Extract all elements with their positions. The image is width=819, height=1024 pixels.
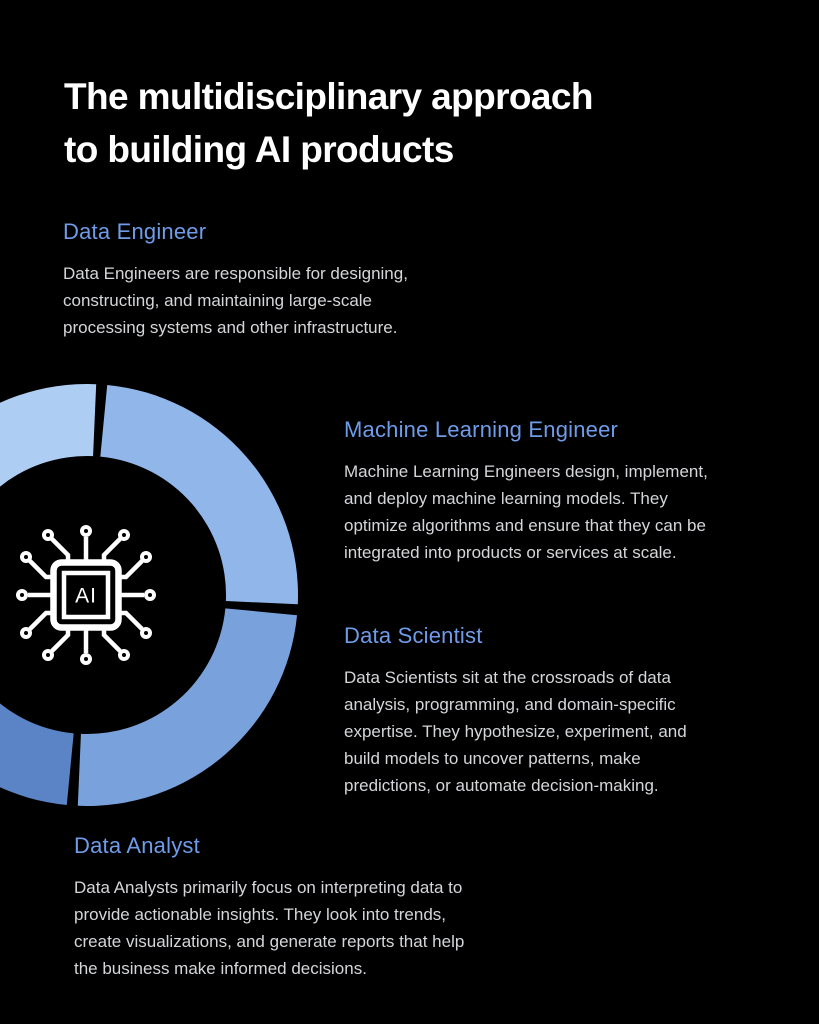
chip-inner-outline [61, 570, 111, 620]
section-machine-learning-engineer: Machine Learning Engineer Machine Learni… [344, 416, 804, 566]
section-data-scientist: Data Scientist Data Scientists sit at th… [344, 622, 804, 799]
donut-segments [0, 384, 298, 806]
data-analyst-heading: Data Analyst [74, 833, 200, 858]
donut-segment-data-scientist [77, 608, 298, 806]
donut-segment-data-engineer [0, 384, 97, 487]
data-analyst-description: Data Analysts primarily focus on interpr… [74, 878, 465, 978]
data-scientist-heading: Data Scientist [344, 623, 483, 648]
machine-learning-engineer-description: Machine Learning Engineers design, imple… [344, 462, 708, 562]
ai-chip-icon: AI [16, 525, 156, 665]
section-data-analyst: Data Analyst Data Analysts primarily foc… [74, 832, 584, 982]
donut-segment-machine-learning-engineer [100, 384, 298, 605]
donut-chart [0, 384, 298, 806]
data-scientist-description: Data Scientists sit at the crossroads of… [344, 668, 687, 795]
donut-segment-data-analyst [0, 703, 74, 806]
data-engineer-heading: Data Engineer [63, 219, 207, 244]
machine-learning-engineer-heading: Machine Learning Engineer [344, 417, 619, 442]
chip-pins [16, 525, 156, 665]
chip-label: AI [75, 585, 97, 608]
section-data-engineer: Data Engineer Data Engineers are respons… [63, 218, 523, 341]
page-title: The multidisciplinary approach to buildi… [64, 76, 593, 170]
data-engineer-description: Data Engineers are responsible for desig… [63, 264, 408, 337]
